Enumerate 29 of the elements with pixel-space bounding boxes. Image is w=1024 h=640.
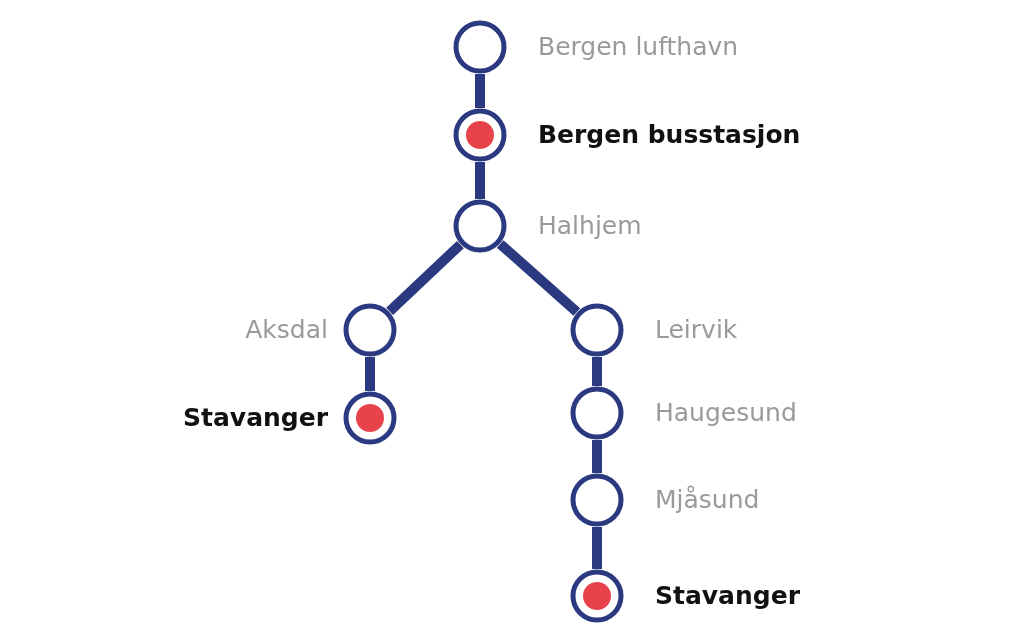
- route-line: [592, 527, 602, 569]
- stop-circle: [453, 199, 507, 253]
- route-line: [496, 240, 581, 316]
- stop-dot: [466, 121, 494, 149]
- stop-name: Haugesund: [655, 398, 797, 428]
- stop-dot: [356, 404, 384, 432]
- route-line: [592, 440, 602, 473]
- stop-name: Stavanger: [183, 403, 328, 433]
- stop-dot: [583, 582, 611, 610]
- route-line: [386, 240, 464, 316]
- stop-name: Leirvik: [655, 315, 738, 345]
- stop-circle: [343, 303, 397, 357]
- stop-circle: [453, 20, 507, 74]
- route-line: [475, 162, 485, 199]
- stop-circle: [570, 569, 624, 623]
- route-line: [365, 357, 375, 391]
- stop-name: Aksdal: [245, 315, 328, 345]
- stop-circle: [453, 108, 507, 162]
- stop-name: Bergen lufthavn: [538, 32, 739, 62]
- route-line: [475, 74, 485, 108]
- stop-circle: [570, 303, 624, 357]
- route-line: [592, 357, 602, 386]
- stop-name: Stavanger: [655, 581, 800, 611]
- stop-name: Mjåsund: [655, 485, 760, 515]
- stop-circle: [343, 391, 397, 445]
- stop-circle: [570, 473, 624, 527]
- stop-circle: [570, 386, 624, 440]
- stop-name: Halhjem: [538, 211, 642, 241]
- stop-name: Bergen busstasjon: [538, 120, 801, 150]
